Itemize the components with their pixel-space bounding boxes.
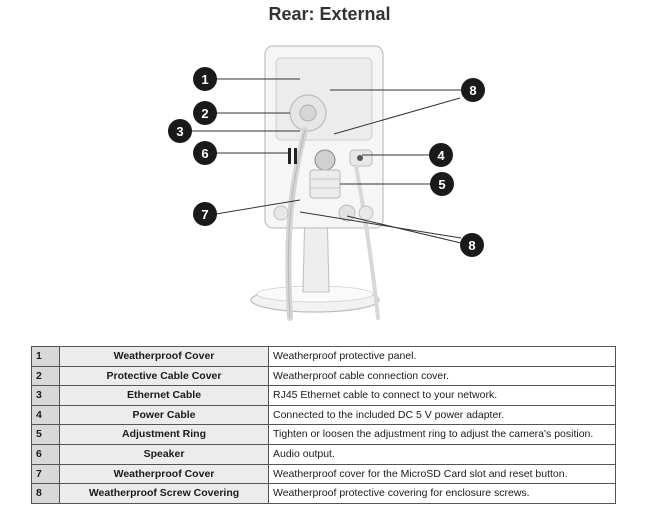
svg-text:7: 7	[201, 207, 208, 222]
page-title: Rear: External	[268, 4, 391, 24]
table-row: 4 Power Cable Connected to the included …	[31, 404, 616, 426]
svg-text:6: 6	[201, 146, 208, 161]
screw-covering-left	[273, 205, 289, 221]
svg-text:8: 8	[468, 238, 475, 253]
callout-7: 7	[193, 202, 217, 226]
component-description: Audio output.	[268, 443, 616, 465]
callout-5: 5	[430, 172, 454, 196]
component-description: Weatherproof cover for the MicroSD Card …	[268, 463, 616, 485]
component-description: Weatherproof cable connection cover.	[268, 365, 616, 387]
row-number: 4	[31, 404, 60, 426]
adjustment-ring	[309, 169, 341, 199]
callout-4: 4	[429, 143, 453, 167]
power-cable	[354, 164, 380, 320]
component-description: RJ45 Ethernet cable to connect to your n…	[268, 385, 616, 406]
svg-text:1: 1	[201, 72, 208, 87]
callout-2: 2	[193, 101, 217, 125]
row-number: 8	[31, 483, 60, 504]
table-row: 6 Speaker Audio output.	[31, 443, 616, 465]
adjustment-ball	[314, 149, 336, 171]
row-number: 2	[31, 365, 60, 387]
callout-8-bottom: 8	[460, 233, 484, 257]
component-name: Weatherproof Cover	[59, 346, 269, 367]
table-row: 3 Ethernet Cable RJ45 Ethernet cable to …	[31, 385, 616, 406]
component-description: Tighten or loosen the adjustment ring to…	[268, 424, 616, 445]
component-name: Power Cable	[59, 404, 269, 426]
row-number: 1	[31, 346, 60, 367]
component-table: 1 Weatherproof Cover Weatherproof protec…	[31, 346, 616, 504]
callout-8-top: 8	[461, 78, 485, 102]
svg-text:2: 2	[201, 106, 208, 121]
callout-3: 3	[168, 119, 192, 143]
row-number: 5	[31, 424, 60, 445]
svg-text:5: 5	[438, 177, 445, 192]
camera-rear-illustration: 1 2 3 6 8 4 5 7 8	[168, 45, 485, 321]
svg-text:4: 4	[437, 148, 445, 163]
svg-text:3: 3	[176, 124, 183, 139]
callout-1: 1	[193, 67, 217, 91]
table-row: 7 Weatherproof Cover Weatherproof cover …	[31, 463, 616, 485]
row-number: 7	[31, 463, 60, 485]
table-row: 2 Protective Cable Cover Weatherproof ca…	[31, 365, 616, 387]
row-number: 6	[31, 443, 60, 465]
component-name: Weatherproof Cover	[59, 463, 269, 485]
component-name: Weatherproof Screw Covering	[59, 483, 269, 504]
table-row: 5 Adjustment Ring Tighten or loosen the …	[31, 424, 616, 445]
component-name: Protective Cable Cover	[59, 365, 269, 387]
table-row: 1 Weatherproof Cover Weatherproof protec…	[31, 346, 616, 367]
callout-6: 6	[193, 141, 217, 165]
speaker-slot	[288, 148, 291, 164]
table-row: 8 Weatherproof Screw Covering Weatherpro…	[31, 483, 616, 504]
component-name: Speaker	[59, 443, 269, 465]
screw-covering-right	[358, 205, 374, 221]
component-description: Weatherproof protective panel.	[268, 346, 616, 367]
component-description: Connected to the included DC 5 V power a…	[268, 404, 616, 426]
svg-text:8: 8	[469, 83, 476, 98]
component-description: Weatherproof protective covering for enc…	[268, 483, 616, 504]
row-number: 3	[31, 385, 60, 406]
component-name: Adjustment Ring	[59, 424, 269, 445]
component-name: Ethernet Cable	[59, 385, 269, 406]
